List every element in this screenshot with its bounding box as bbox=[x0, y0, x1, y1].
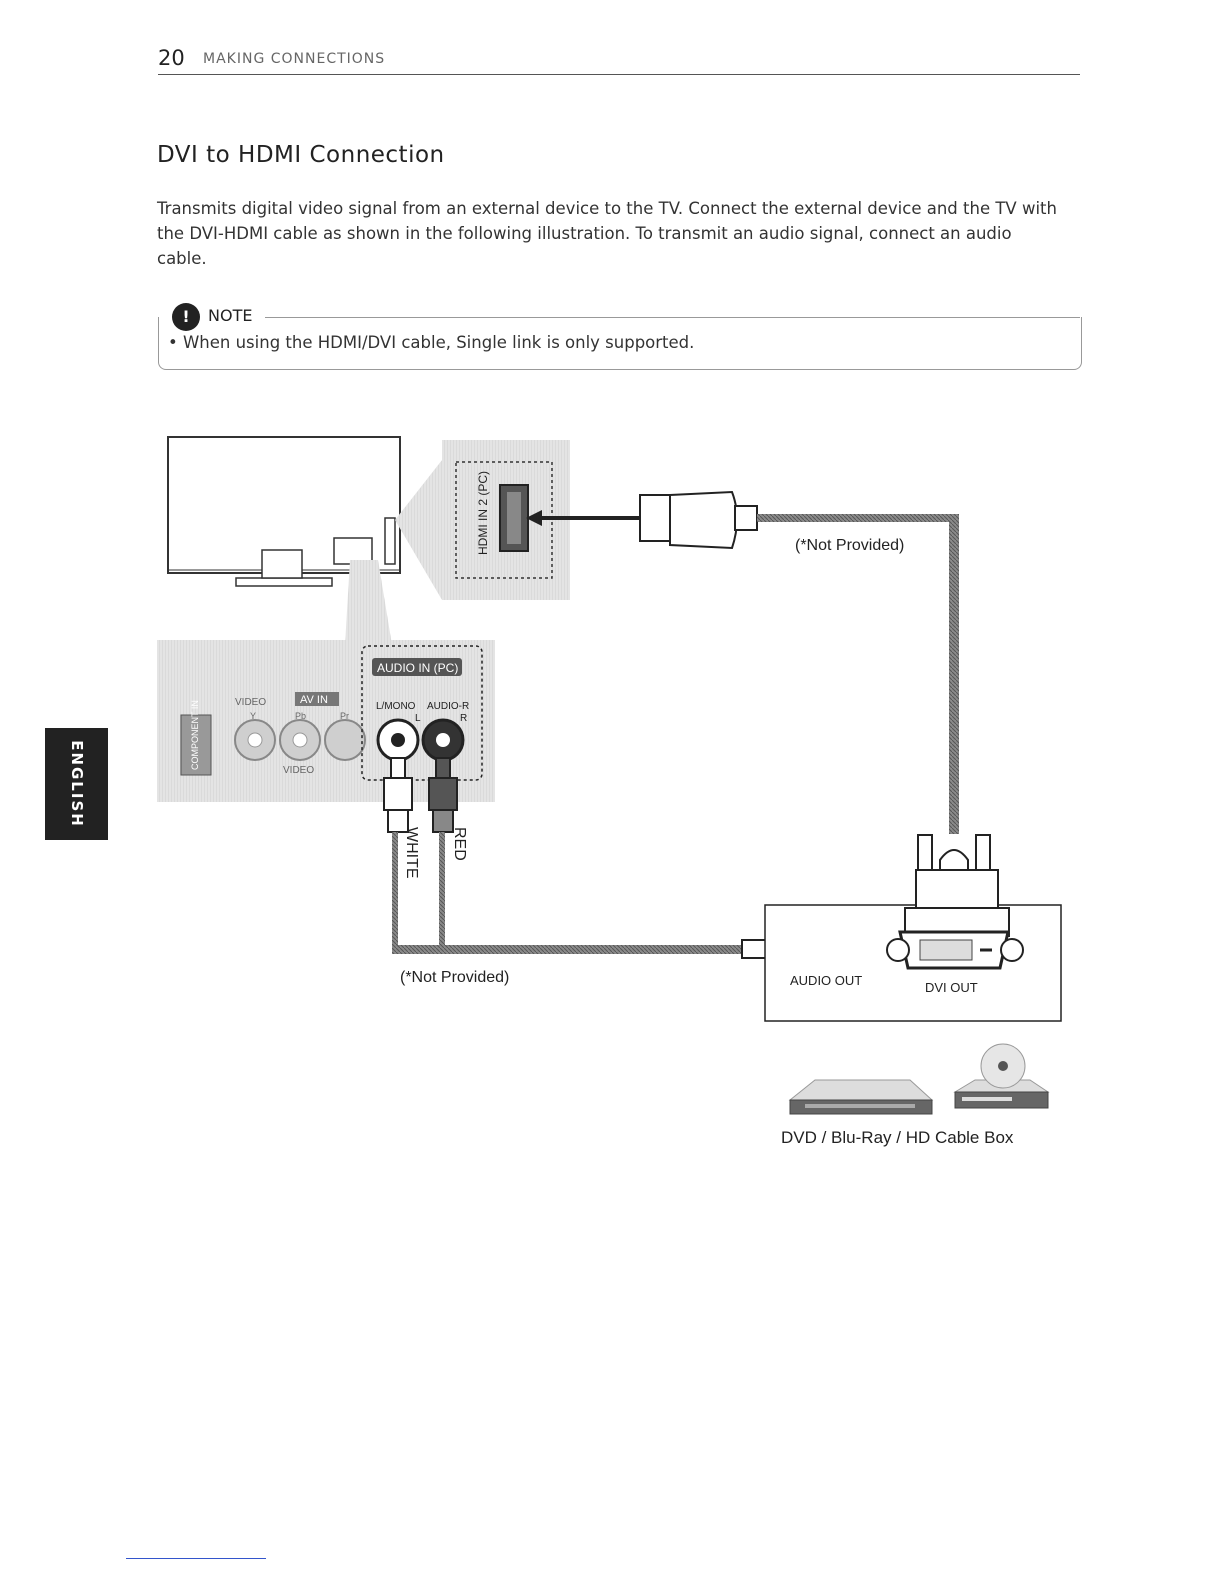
note-box bbox=[158, 317, 1082, 370]
page-number: 20 bbox=[158, 46, 185, 70]
note-divider bbox=[265, 317, 1080, 318]
page-title: DVI to HDMI Connection bbox=[157, 142, 445, 168]
rca-white-plug bbox=[383, 757, 413, 833]
l-label: L bbox=[415, 713, 421, 724]
audio-r-label: AUDIO-R bbox=[427, 701, 469, 712]
y-label: Y bbox=[250, 711, 256, 721]
language-tab: ENGLISH bbox=[45, 728, 108, 840]
av-in-label: AV IN bbox=[300, 694, 328, 706]
devices-caption: DVD / Blu-Ray / HD Cable Box bbox=[781, 1128, 1014, 1147]
note-icon: ! bbox=[172, 303, 200, 331]
hdmi-cable bbox=[526, 490, 959, 834]
page-header: 20 MAKING CONNECTIONS bbox=[158, 46, 1080, 75]
tv-illustration bbox=[167, 436, 401, 587]
rca-red-plug bbox=[428, 757, 458, 833]
component-label: COMPONENT IN bbox=[190, 700, 200, 770]
video-label-top: VIDEO bbox=[235, 697, 266, 708]
external-device-box bbox=[764, 834, 1062, 1022]
red-label: RED bbox=[451, 827, 468, 861]
dvi-out-label: DVI OUT bbox=[925, 980, 978, 995]
section-name: MAKING CONNECTIONS bbox=[203, 51, 386, 67]
note-text: • When using the HDMI/DVI cable, Single … bbox=[168, 333, 695, 352]
audio-out-label: AUDIO OUT bbox=[790, 973, 862, 988]
audio-callout-cone bbox=[345, 560, 392, 645]
not-provided-top: (*Not Provided) bbox=[795, 537, 904, 554]
video-label-bottom: VIDEO bbox=[283, 765, 314, 776]
note-label: NOTE bbox=[208, 306, 253, 325]
white-label: WHITE bbox=[403, 827, 420, 879]
not-provided-bottom: (*Not Provided) bbox=[400, 969, 509, 986]
pr-label: Pr bbox=[340, 711, 349, 721]
hdmi-callout-cone bbox=[395, 460, 442, 600]
pb-label: Pb bbox=[295, 711, 306, 721]
r-label: R bbox=[460, 713, 467, 724]
hdmi-port-label: HDMI IN 2 (PC) bbox=[476, 471, 490, 555]
footer-rule bbox=[126, 1558, 266, 1559]
intro-paragraph: Transmits digital video signal from an e… bbox=[157, 199, 1057, 268]
lmono-label: L/MONO bbox=[376, 701, 416, 712]
audio-in-label: AUDIO IN (PC) bbox=[377, 661, 458, 675]
devices-illustration bbox=[788, 1043, 1050, 1115]
